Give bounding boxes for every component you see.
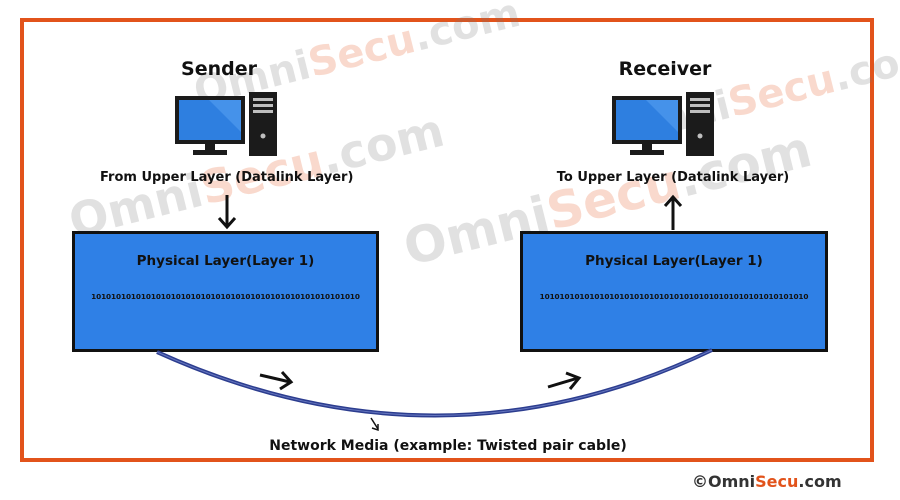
arrow-down-icon bbox=[217, 195, 237, 230]
arrow-right-icon bbox=[547, 371, 582, 390]
receiver-physical-layer-box: Physical Layer(Layer 1) 1010101010101010… bbox=[520, 231, 828, 352]
receiver-title: Receiver bbox=[618, 58, 712, 80]
sender-computer-icon bbox=[175, 92, 277, 156]
receiver-layer-title: Physical Layer(Layer 1) bbox=[585, 253, 763, 269]
sender-layer-title: Physical Layer(Layer 1) bbox=[136, 253, 315, 269]
arrow-up-icon bbox=[663, 194, 683, 230]
sender-physical-layer-box: Physical Layer(Layer 1) 1010101010101010… bbox=[72, 231, 379, 352]
sender-from-label: From Upper Layer (Datalink Layer) bbox=[100, 170, 354, 185]
receiver-computer-icon bbox=[612, 92, 714, 156]
receiver-bits: 1010101010101010101010101010101010101010… bbox=[539, 292, 809, 301]
sender-title: Sender bbox=[181, 58, 257, 80]
network-media-label: Network Media (example: Twisted pair cab… bbox=[269, 438, 627, 454]
network-cable bbox=[156, 348, 713, 418]
diagram-frame bbox=[20, 18, 874, 462]
receiver-to-label: To Upper Layer (Datalink Layer) bbox=[556, 170, 790, 185]
tower bbox=[249, 92, 277, 156]
sender-bits: 1010101010101010101010101010101010101010… bbox=[91, 292, 360, 301]
copyright-logo: ©OmniSecu.com bbox=[692, 472, 842, 491]
arrow-small-icon bbox=[370, 417, 379, 432]
arrow-right-icon bbox=[259, 370, 294, 391]
